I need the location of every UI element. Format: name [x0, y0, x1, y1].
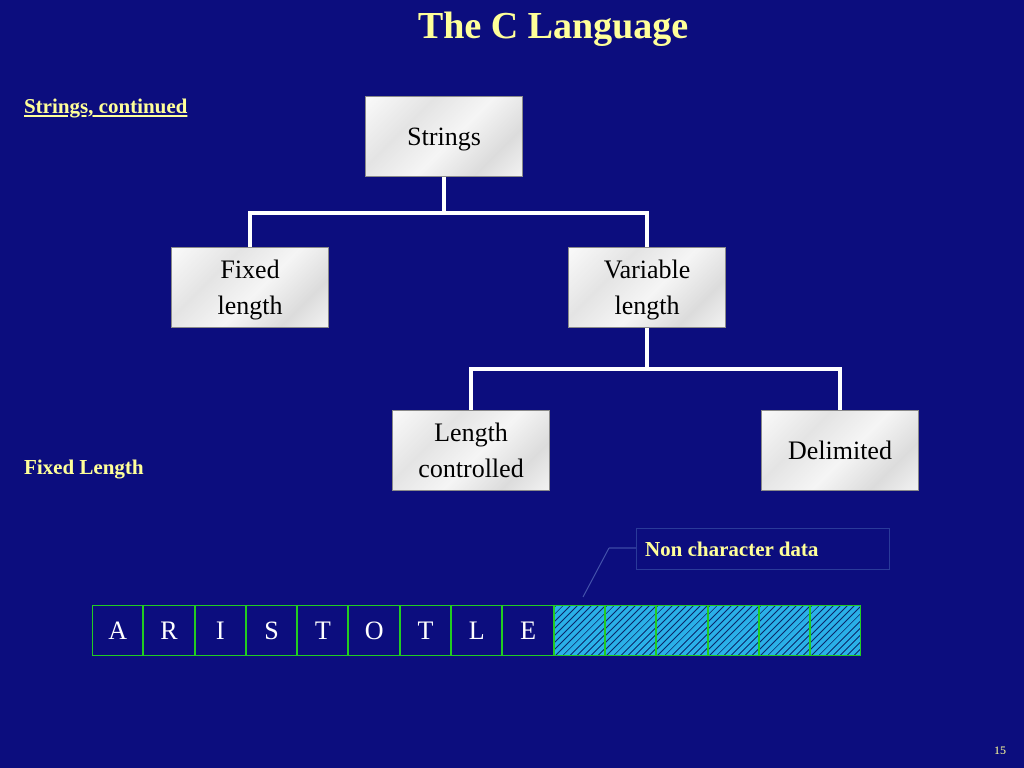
section-subtitle: Strings, continued — [24, 94, 188, 118]
fixed-length-label: Fixed Length — [24, 455, 144, 479]
slide-number: 15 — [994, 743, 1006, 757]
page-title: The C Language — [417, 5, 689, 47]
char-cell: I — [194, 605, 246, 656]
non-character-cell — [656, 605, 708, 656]
char-cell: S — [245, 605, 298, 656]
non-character-data-callout: Non character data — [636, 528, 890, 570]
char-cell: L — [451, 605, 503, 656]
node-delimited: Delimited — [761, 410, 919, 491]
char-cell: R — [143, 605, 195, 656]
node-variable-length: Variable length — [568, 247, 726, 328]
node-length-controlled: Length controlled — [392, 410, 550, 491]
char-cell: T — [399, 605, 452, 656]
callout-leader — [582, 547, 610, 598]
node-fixed-length: Fixed length — [171, 247, 329, 328]
non-character-cell — [810, 605, 862, 656]
char-cell: A — [92, 605, 144, 656]
non-character-cell — [707, 605, 759, 656]
char-cell: T — [297, 605, 349, 656]
non-character-cell — [758, 605, 811, 656]
node-strings: Strings — [365, 96, 523, 177]
char-cell: E — [502, 605, 554, 656]
non-character-cell — [553, 605, 605, 656]
non-character-cell — [604, 605, 657, 656]
char-cell: O — [348, 605, 400, 656]
